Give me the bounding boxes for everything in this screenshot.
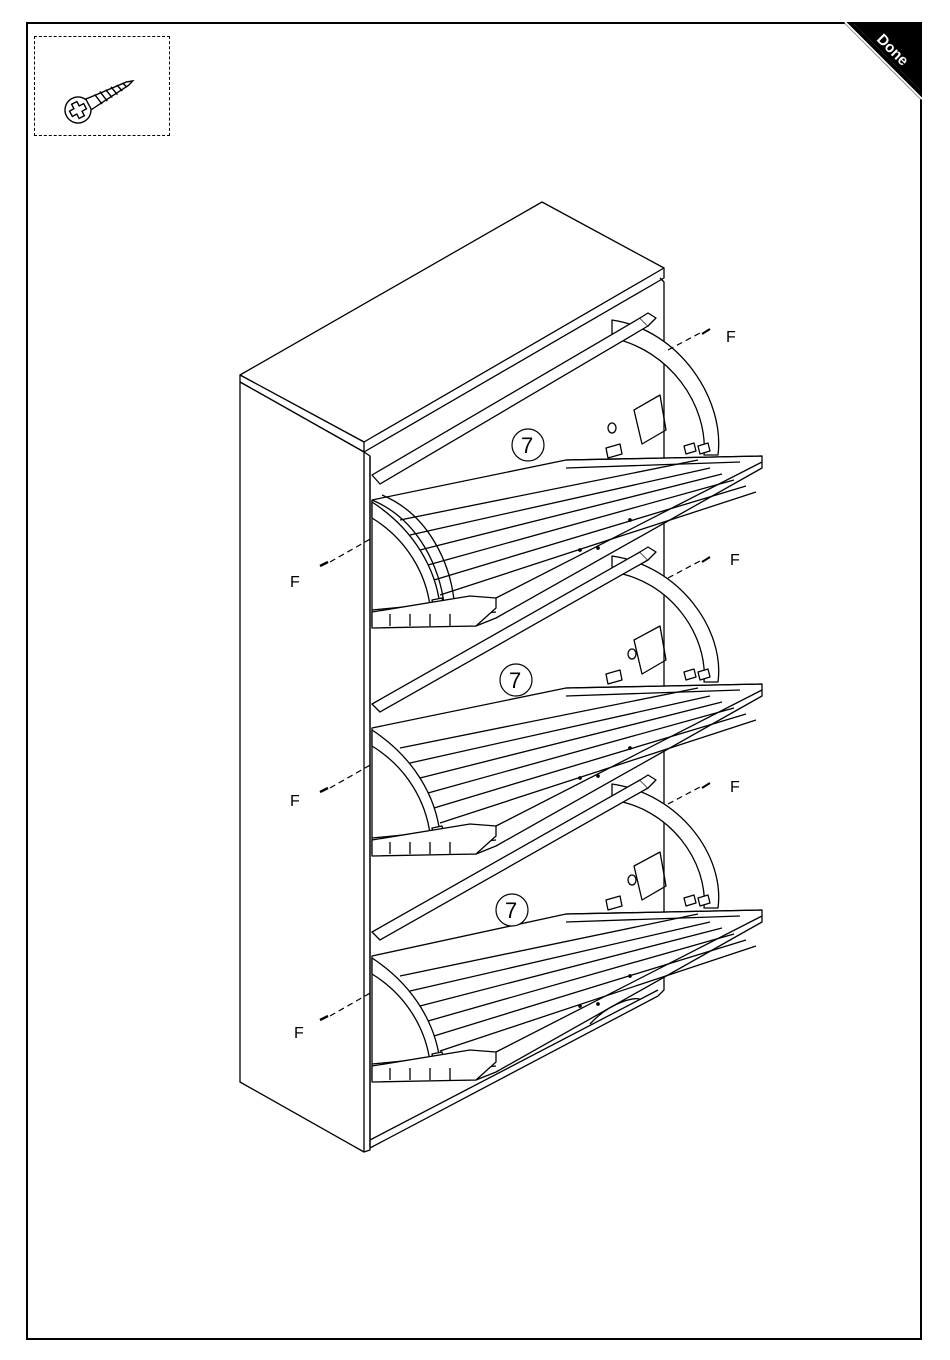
part-number-2: 7 — [509, 668, 521, 693]
part-number-3: 7 — [505, 898, 517, 923]
screw-label-left-2: F — [290, 793, 300, 810]
screw-label-right-1: F — [726, 329, 736, 346]
part-number-1: 7 — [521, 433, 533, 458]
cabinet-top — [240, 202, 664, 442]
screw-label-right-2: F — [730, 552, 740, 569]
screw-label-left-1: F — [290, 574, 300, 591]
screw-label-left-3: F — [294, 1025, 304, 1042]
screw-label-right-3: F — [730, 779, 740, 796]
